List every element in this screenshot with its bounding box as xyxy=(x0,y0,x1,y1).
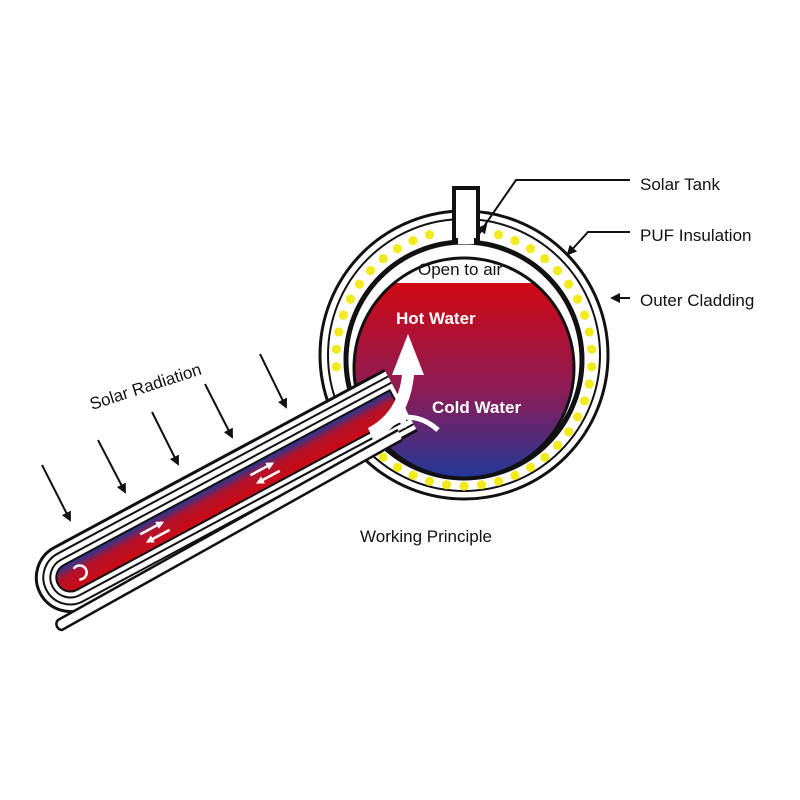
insulation-dot xyxy=(525,244,536,254)
insulation-dot xyxy=(345,294,355,304)
insulation-dot xyxy=(408,236,418,246)
insulation-dot xyxy=(580,396,590,406)
tank-inner-wall xyxy=(352,256,576,480)
insulation-dot xyxy=(493,230,504,240)
puf-insulation-dots xyxy=(331,230,597,491)
double-arrow-icon xyxy=(139,521,171,543)
insulation-dot xyxy=(331,362,341,372)
insulation-dot xyxy=(552,440,563,450)
insulation-dot xyxy=(354,279,364,289)
cold-water-label: Cold Water xyxy=(432,398,521,417)
vent-pipe-opening xyxy=(458,230,474,244)
insulation-dot xyxy=(459,481,469,491)
solar-tank-leader xyxy=(477,179,630,236)
insulation-dot xyxy=(525,462,536,472)
arrow-down-right-icon xyxy=(204,383,233,439)
working-principle-label: Working Principle xyxy=(360,527,492,546)
insulation-dot xyxy=(510,236,520,246)
puf-insulation-leader xyxy=(566,231,630,256)
insulation-dot xyxy=(564,279,574,289)
insulation-dot xyxy=(564,427,574,437)
insulation-dot xyxy=(365,266,376,276)
insulation-dot xyxy=(338,310,348,320)
insulation-dot xyxy=(442,480,452,490)
tube-end-curl-icon xyxy=(72,564,88,581)
hot-water-label: Hot Water xyxy=(396,309,476,328)
insulation-dot xyxy=(493,476,504,486)
insulation-dot xyxy=(587,362,597,372)
insulation-dot xyxy=(408,470,418,480)
insulation-dot xyxy=(392,244,403,254)
solar-tank-label: Solar Tank xyxy=(640,175,721,194)
outer-cladding-label: Outer Cladding xyxy=(640,291,754,310)
evacuated-tube xyxy=(34,368,418,613)
insulation-dot xyxy=(331,344,341,354)
insulation-dot xyxy=(580,310,590,320)
arrow-down-right-icon xyxy=(259,353,287,409)
arrow-down-right-icon xyxy=(41,464,71,522)
solar-radiation-label: Solar Radiation xyxy=(87,360,203,414)
insulation-dot xyxy=(540,452,550,462)
arrow-down-right-icon xyxy=(97,439,126,494)
insulation-dot xyxy=(573,412,583,422)
solar-tank-leader-arrow-icon xyxy=(477,223,488,236)
radiation-arrows xyxy=(41,353,287,522)
double-arrow-icon xyxy=(249,462,281,484)
insulation-dot xyxy=(540,254,550,264)
insulation-dot xyxy=(334,327,344,337)
insulation-dot xyxy=(424,476,435,486)
insulation-dot xyxy=(392,462,403,472)
hot-water-arrow-icon xyxy=(368,334,424,442)
return-rod xyxy=(55,428,403,632)
open-to-air-label: Open to air xyxy=(418,260,502,279)
insulation-dot xyxy=(552,266,563,276)
insulation-dot xyxy=(573,294,583,304)
arrow-down-right-icon xyxy=(151,411,179,466)
cold-water-arrowhead-icon xyxy=(394,408,406,428)
insulation-dot xyxy=(587,344,597,354)
insulation-dot xyxy=(510,470,520,480)
puf-insulation-label: PUF Insulation xyxy=(640,226,752,245)
insulation-dot xyxy=(584,379,594,389)
insulation-dot xyxy=(378,452,388,462)
insulation-dot xyxy=(424,230,435,240)
insulation-dot xyxy=(476,480,486,490)
insulation-dot xyxy=(584,327,594,337)
insulation-dot xyxy=(378,254,388,264)
